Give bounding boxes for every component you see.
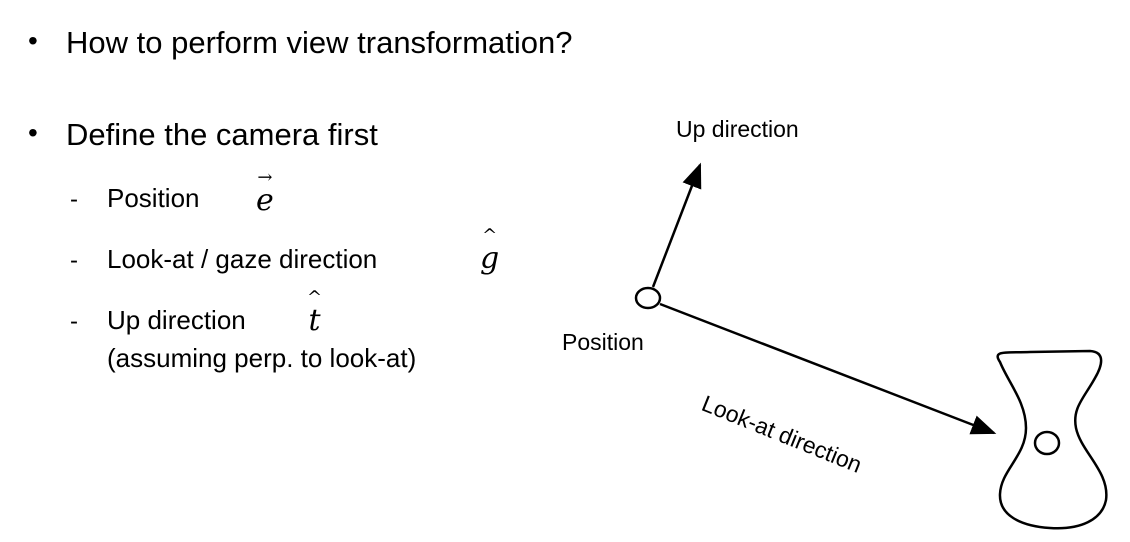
gaze-g-symbol: ^g [480, 225, 500, 276]
bullet-icon: • [28, 25, 38, 56]
lookat-arrow [659, 302, 997, 435]
dash-icon: - [70, 308, 78, 335]
sub-item-position: Position [107, 183, 200, 213]
dash-icon: - [70, 186, 78, 213]
vector-arrow-accent: → [257, 167, 273, 188]
up-t-symbol: ^t [307, 287, 323, 338]
up-arrow [651, 162, 702, 288]
object-hole [1033, 430, 1061, 456]
camera-position-circle [634, 286, 662, 310]
position-label: Position [562, 329, 644, 355]
sub-item-gaze: Look-at / gaze direction [107, 244, 378, 274]
up-direction-label: Up direction [676, 116, 799, 142]
object-shape [996, 349, 1108, 530]
bullet-icon: • [28, 117, 38, 148]
vector-e-symbol: →e [256, 167, 274, 218]
sub-item-note: (assuming perp. to look-at) [107, 343, 417, 373]
hat-accent: ^ [482, 225, 498, 246]
sub-item-up: Up direction [107, 305, 246, 335]
dash-icon: - [70, 247, 78, 274]
bullet-2: Define the camera first [66, 117, 378, 152]
hat-accent: ^ [307, 287, 323, 308]
bullet-1: How to perform view transformation? [66, 25, 573, 60]
